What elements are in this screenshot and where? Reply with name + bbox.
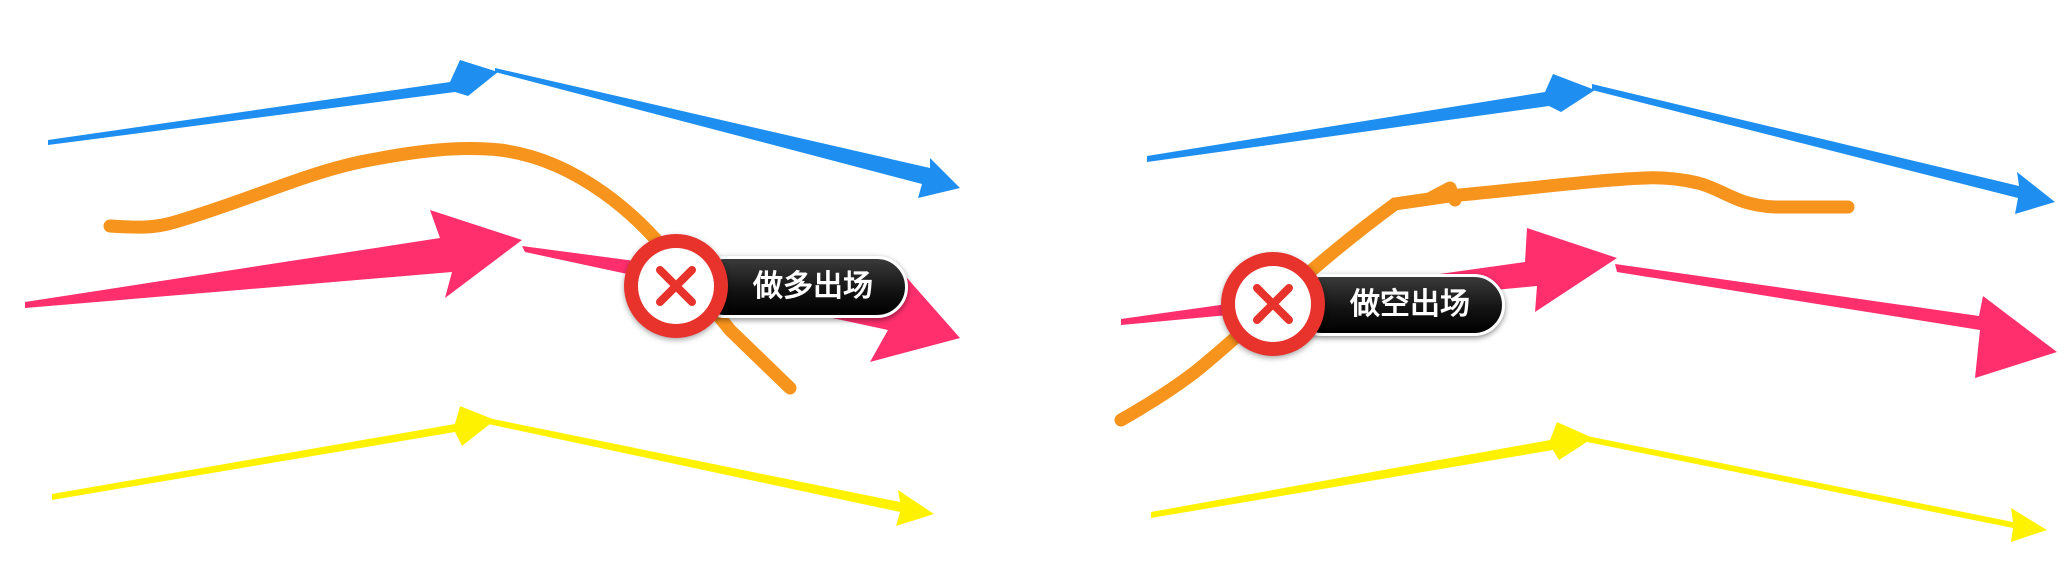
right-diagram	[1114, 74, 2057, 542]
orange-curve-kink	[1424, 181, 1462, 207]
long-exit-icon-circle	[624, 234, 728, 338]
long-exit-label: 做多出场	[694, 256, 908, 318]
orange-curve	[103, 142, 797, 395]
long-exit-badge: 做多出场	[624, 234, 914, 344]
short-exit-badge: 做空出场	[1221, 252, 1511, 362]
yellow-arrow-up	[52, 406, 495, 500]
orange-curve	[1114, 171, 1855, 427]
blue-arrow-down	[1592, 84, 2055, 214]
yellow-arrow-up	[1151, 422, 1593, 518]
blue-arrow-up	[1147, 74, 1595, 162]
pink-arrow-down	[1615, 264, 2057, 378]
short-exit-icon-circle	[1221, 252, 1325, 356]
pink-arrow-up	[1121, 228, 1617, 325]
close-icon	[1253, 284, 1293, 324]
panel-long-exit: 做多出场	[25, 60, 960, 526]
close-icon	[656, 266, 696, 306]
blue-arrow-down	[495, 68, 960, 198]
panel-short-exit: 做空出场	[1035, 0, 2070, 582]
blue-arrow-up	[48, 60, 498, 145]
yellow-arrow-down	[1587, 436, 2047, 542]
yellow-arrow-down	[488, 418, 934, 526]
short-exit-label: 做空出场	[1291, 274, 1505, 336]
pink-arrow-up	[25, 210, 522, 308]
